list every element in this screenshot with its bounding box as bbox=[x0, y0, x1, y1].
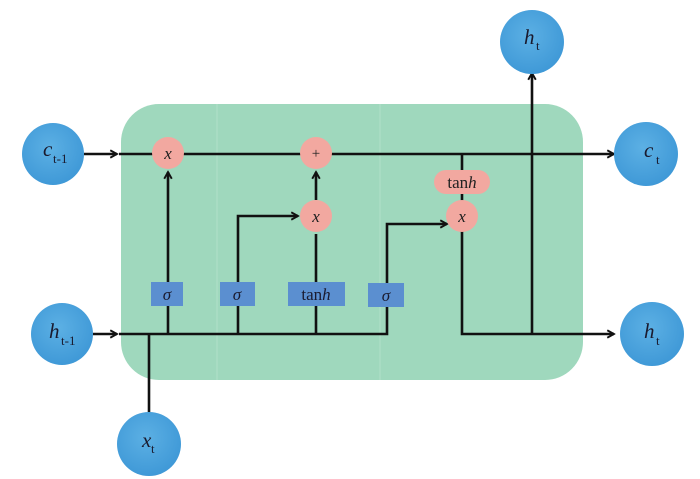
node-h-out-right-main: h bbox=[644, 319, 655, 343]
op-cell-tanh: tanh bbox=[434, 170, 490, 194]
op-cell-add: + bbox=[300, 137, 332, 169]
gate-output-label: σ bbox=[382, 286, 391, 305]
op-output-mult: x bbox=[446, 200, 478, 232]
node-h-prev: h t-1 bbox=[31, 303, 93, 365]
op-output-mult-label: x bbox=[457, 207, 466, 226]
gate-output: σ bbox=[368, 283, 404, 307]
op-input-mult-label: x bbox=[311, 207, 320, 226]
node-c-out: c t bbox=[614, 122, 678, 186]
node-x: x t bbox=[117, 412, 181, 476]
svg-text:tanh: tanh bbox=[301, 285, 330, 304]
op-cell-tanh-label-italic: h bbox=[468, 173, 477, 192]
node-x-sub: t bbox=[151, 441, 155, 456]
gate-candidate-label: tan bbox=[301, 285, 322, 304]
node-c-prev: c t-1 bbox=[22, 123, 84, 185]
op-forget-mult: x bbox=[152, 137, 184, 169]
gate-candidate: tanh bbox=[288, 282, 345, 306]
node-c-prev-main: c bbox=[43, 137, 53, 161]
connections bbox=[84, 73, 614, 416]
node-h-prev-sub: t-1 bbox=[61, 333, 75, 348]
op-cell-add-label: + bbox=[312, 146, 320, 162]
node-c-out-sub: t bbox=[656, 152, 660, 167]
node-h-out-top-main: h bbox=[524, 25, 535, 49]
node-x-main: x bbox=[141, 428, 152, 452]
svg-text:tanh: tanh bbox=[447, 173, 476, 192]
op-forget-mult-label: x bbox=[163, 144, 172, 163]
node-h-out-right: h t bbox=[620, 302, 684, 366]
input-bus bbox=[119, 224, 447, 336]
lstm-cell-body bbox=[121, 104, 583, 380]
gate-candidate-label-italic: h bbox=[322, 285, 331, 304]
op-cell-tanh-label: tan bbox=[447, 173, 468, 192]
gate-forget-label: σ bbox=[163, 285, 172, 304]
node-h-out-top-sub: t bbox=[536, 38, 540, 53]
gate-forget: σ bbox=[151, 282, 183, 306]
node-h-prev-main: h bbox=[49, 319, 60, 343]
node-c-out-main: c bbox=[644, 138, 654, 162]
gate-input-label: σ bbox=[233, 285, 242, 304]
output-line bbox=[460, 230, 614, 334]
node-h-out-top: h t bbox=[500, 10, 564, 74]
node-c-prev-sub: t-1 bbox=[53, 151, 67, 166]
gate-input: σ bbox=[220, 282, 255, 306]
node-h-out-right-sub: t bbox=[656, 333, 660, 348]
op-input-mult: x bbox=[300, 200, 332, 232]
